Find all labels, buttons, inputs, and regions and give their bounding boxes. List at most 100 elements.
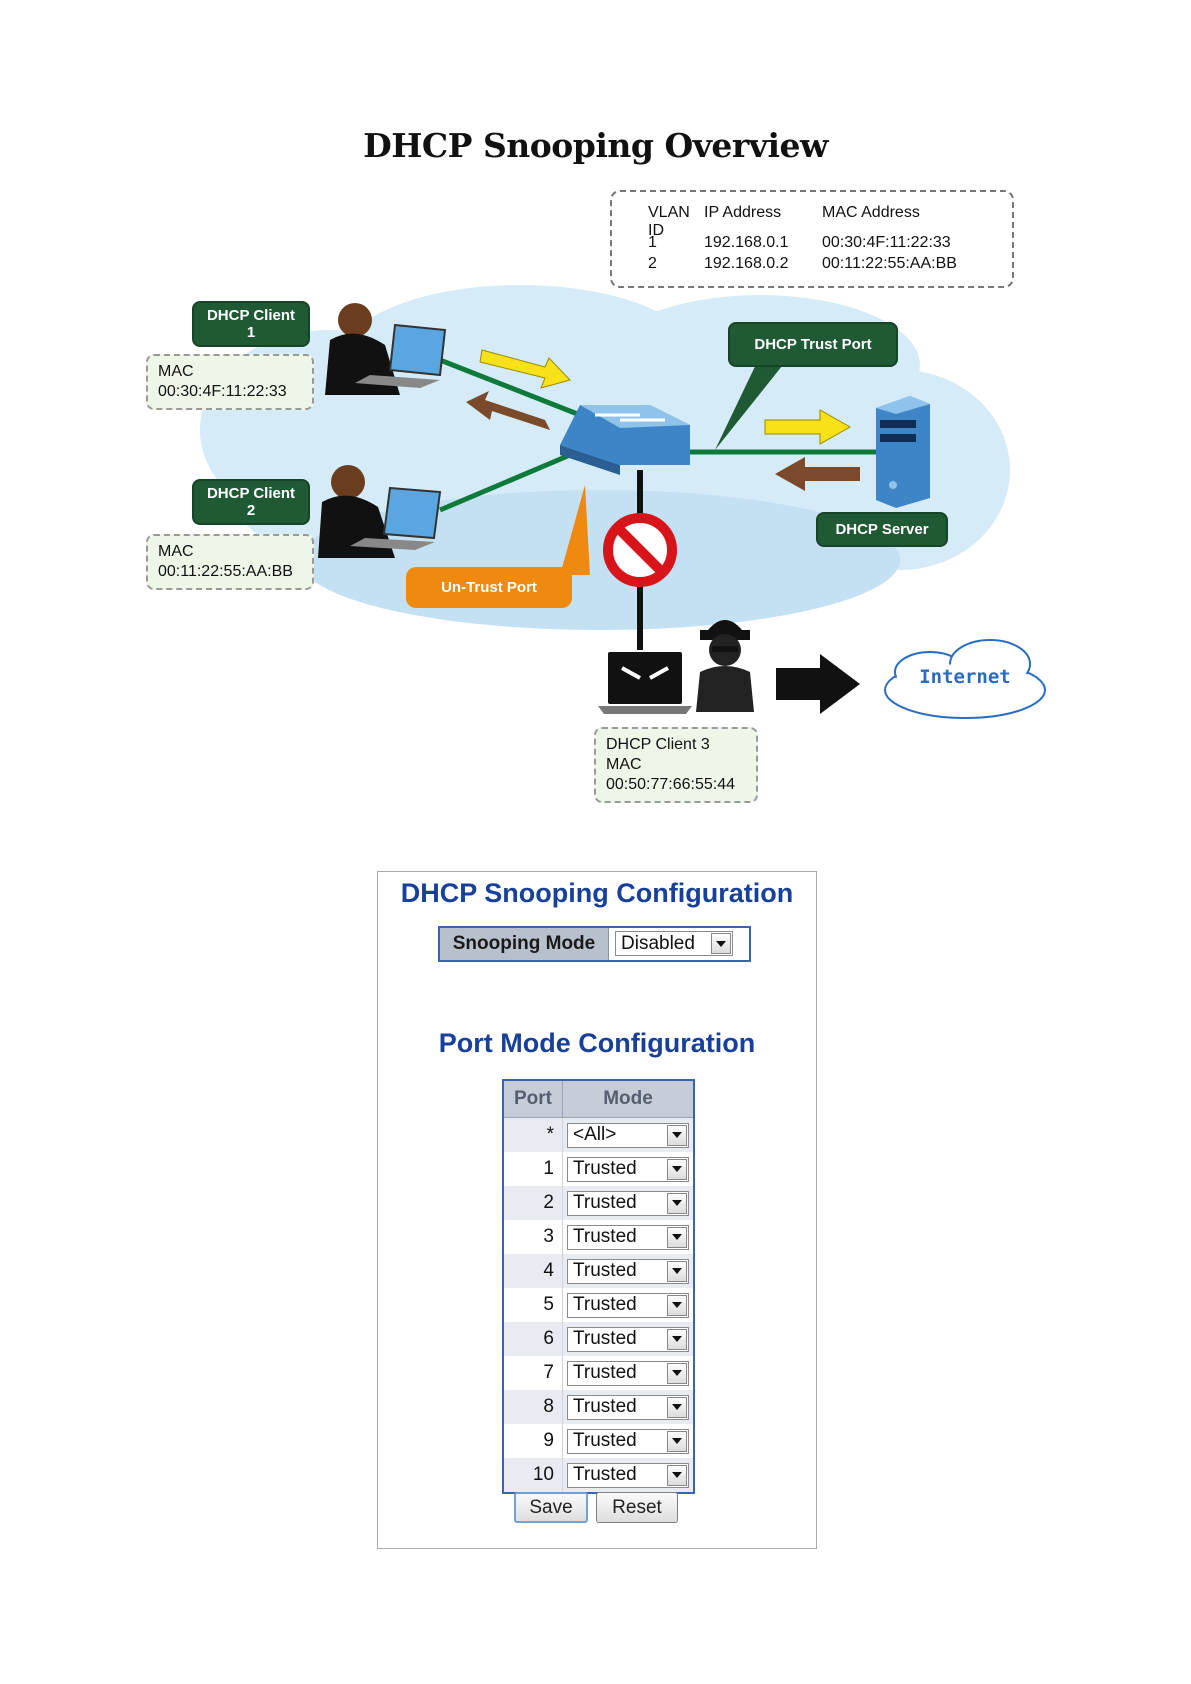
port-mode-title: Port Mode Configuration: [438, 1028, 756, 1058]
port-number: 3: [503, 1220, 563, 1254]
mode-cell: Trusted: [562, 1322, 694, 1356]
port-number: *: [503, 1117, 563, 1152]
chevron-down-icon[interactable]: [667, 1260, 687, 1282]
chevron-down-icon[interactable]: [667, 1124, 687, 1146]
port-mode-select[interactable]: Trusted: [567, 1360, 689, 1386]
chevron-down-icon[interactable]: [667, 1192, 687, 1214]
port-mode-value: Trusted: [573, 1396, 637, 1417]
table-row: 3 Trusted: [503, 1220, 694, 1254]
client1-label-line2: 1: [246, 324, 256, 341]
port-number: 9: [503, 1424, 563, 1458]
mode-cell: <All>: [562, 1117, 694, 1152]
port-mode-value: Trusted: [573, 1362, 637, 1383]
header-vlan-id: VLAN ID: [648, 204, 690, 239]
snooping-mode-label: Snooping Mode: [440, 928, 609, 960]
binding-row: 2 192.168.0.2 00:11:22:55:AA:BB: [648, 255, 1012, 273]
request-arrow-icon: [479, 349, 571, 389]
port-mode-select[interactable]: <All>: [567, 1122, 689, 1148]
client1-label: DHCP Client 1: [192, 301, 310, 347]
trust-port-pointer: [715, 356, 790, 450]
port-mode-value: Trusted: [573, 1158, 637, 1179]
chevron-down-icon[interactable]: [667, 1362, 687, 1384]
vlan-id: 2: [648, 255, 657, 272]
chevron-down-icon[interactable]: [667, 1328, 687, 1350]
client3-label: DHCP Client 3: [606, 736, 710, 753]
table-row: * <All>: [503, 1117, 694, 1152]
binding-row: 1 192.168.0.1 00:30:4F:11:22:33: [648, 234, 1012, 252]
port-number: 4: [503, 1254, 563, 1288]
header-ip-address: IP Address: [704, 204, 782, 221]
chevron-down-icon[interactable]: [667, 1294, 687, 1316]
port-mode-select[interactable]: Trusted: [567, 1292, 689, 1318]
port-mode-select[interactable]: Trusted: [567, 1258, 689, 1284]
internet-label: Internet: [919, 666, 1011, 688]
port-mode-value: Trusted: [573, 1294, 637, 1315]
port-mode-value: Trusted: [573, 1430, 637, 1451]
table-row: 4 Trusted: [503, 1254, 694, 1288]
trust-port-label: DHCP Trust Port: [728, 322, 898, 367]
reset-button[interactable]: Reset: [596, 1492, 678, 1523]
internet-cloud-icon: [884, 639, 1046, 719]
client2-mac-box: MAC 00:11:22:55:AA:BB: [146, 534, 314, 590]
mode-cell: Trusted: [562, 1152, 694, 1186]
save-button[interactable]: Save: [514, 1492, 588, 1523]
port-mode-select[interactable]: Trusted: [567, 1326, 689, 1352]
mode-cell: Trusted: [562, 1186, 694, 1220]
link-client2: [439, 452, 571, 513]
ip-address: 192.168.0.1: [704, 234, 789, 251]
switch-icon: [560, 405, 690, 475]
chevron-down-icon[interactable]: [711, 933, 731, 954]
chevron-down-icon[interactable]: [667, 1396, 687, 1418]
client2-person-icon: [318, 465, 442, 558]
table-row: 7 Trusted: [503, 1356, 694, 1390]
config-title: DHCP Snooping Configuration: [400, 878, 794, 908]
mode-cell: Trusted: [562, 1390, 694, 1424]
port-mode-select[interactable]: Trusted: [567, 1394, 689, 1420]
vlan-id: 1: [648, 234, 657, 251]
mode-cell: Trusted: [562, 1288, 694, 1322]
client3-mac-box: DHCP Client 3 MAC 00:50:77:66:55:44: [594, 727, 758, 803]
overview-title: DHCP Snooping Overview: [363, 126, 828, 165]
port-mode-select[interactable]: Trusted: [567, 1224, 689, 1250]
port-mode-value: Trusted: [573, 1226, 637, 1247]
port-mode-value: Trusted: [573, 1328, 637, 1349]
link-client1: [439, 357, 581, 418]
port-number: 6: [503, 1322, 563, 1356]
port-mode-select[interactable]: Trusted: [567, 1156, 689, 1182]
mac-address: 00:30:4F:11:22:33: [822, 234, 951, 251]
server-label: DHCP Server: [816, 512, 948, 547]
snooping-mode-value: Disabled: [621, 932, 695, 954]
chevron-down-icon[interactable]: [667, 1226, 687, 1248]
chevron-down-icon[interactable]: [667, 1158, 687, 1180]
port-mode-value: Trusted: [573, 1260, 637, 1281]
mode-cell: Trusted: [562, 1356, 694, 1390]
client2-mac-value: 00:11:22:55:AA:BB: [158, 563, 293, 580]
table-row: 6 Trusted: [503, 1322, 694, 1356]
snooping-mode-select[interactable]: Disabled: [615, 931, 733, 956]
port-mode-value: <All>: [573, 1124, 617, 1145]
client3-mac-label: MAC: [606, 756, 642, 773]
port-mode-select[interactable]: Trusted: [567, 1428, 689, 1454]
server-icon: [876, 396, 930, 508]
mode-cell: Trusted: [562, 1458, 694, 1493]
attacker-laptop-icon: [598, 652, 692, 714]
port-mode-select[interactable]: Trusted: [567, 1462, 689, 1488]
client2-mac-label: MAC: [158, 543, 194, 560]
snooping-mode-row: Snooping Mode Disabled: [438, 926, 751, 962]
snooping-mode-cell: Disabled: [609, 928, 749, 960]
mac-address: 00:11:22:55:AA:BB: [822, 255, 957, 272]
port-number: 1: [503, 1152, 563, 1186]
binding-table: VLAN ID IP Address MAC Address 1 192.168…: [610, 190, 1014, 288]
server-reply-arrow-icon: [775, 457, 860, 491]
hacker-icon: [696, 620, 754, 712]
client1-mac-box: MAC 00:30:4F:11:22:33: [146, 354, 314, 410]
chevron-down-icon[interactable]: [667, 1430, 687, 1452]
chevron-down-icon[interactable]: [667, 1464, 687, 1486]
port-mode-select[interactable]: Trusted: [567, 1190, 689, 1216]
port-number: 7: [503, 1356, 563, 1390]
